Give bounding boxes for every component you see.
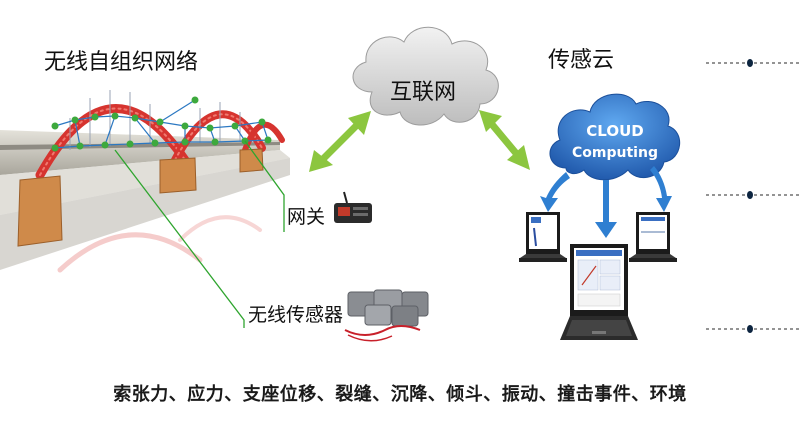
sensor-node bbox=[51, 144, 59, 152]
bridge-illustration bbox=[0, 90, 290, 328]
sensor-node bbox=[181, 138, 189, 146]
sensor-node bbox=[101, 141, 109, 149]
cloud-output-arrows bbox=[540, 166, 672, 238]
sensor-node bbox=[231, 122, 239, 130]
wireless-sensors bbox=[344, 289, 429, 342]
sensor-node bbox=[111, 112, 119, 120]
sensor-nodes bbox=[51, 96, 272, 152]
bridge-underside bbox=[0, 158, 290, 270]
laptop-right bbox=[629, 212, 677, 262]
green-arrows bbox=[309, 110, 530, 172]
sensor-node bbox=[126, 140, 134, 148]
bridge-piers bbox=[17, 148, 264, 247]
sensor-node bbox=[258, 118, 266, 126]
sensor-callout-line bbox=[114, 149, 245, 328]
sensor-node bbox=[76, 142, 84, 150]
right-edge-dots bbox=[747, 59, 753, 333]
internet-cloud bbox=[352, 26, 499, 126]
marker-dot bbox=[747, 191, 753, 199]
wireless-sensor-label: 无线传感器 bbox=[248, 304, 344, 326]
sensor-node bbox=[156, 118, 164, 126]
bridge-hangers bbox=[69, 90, 241, 150]
arrow-head bbox=[479, 110, 502, 132]
arrow-head bbox=[348, 111, 371, 135]
gateway-callout-line bbox=[244, 140, 285, 232]
arrow-head bbox=[309, 150, 333, 172]
gateway-label: 网关 bbox=[287, 206, 326, 228]
marker-dot bbox=[747, 59, 753, 67]
sensor-node bbox=[191, 96, 199, 104]
monitoring-items-caption: 索张力、应力、支座位移、裂缝、沉降、倾斗、振动、撞击事件、环境 bbox=[113, 384, 687, 405]
sensor-node bbox=[181, 122, 189, 130]
internet-gateway-arrow bbox=[318, 118, 364, 164]
sensor-node bbox=[264, 136, 272, 144]
right-edge-markers bbox=[706, 62, 800, 330]
internet-cloud-arrow bbox=[486, 118, 524, 162]
sensor-node bbox=[51, 122, 59, 130]
internet-label: 互联网 bbox=[390, 80, 457, 105]
laptop-left bbox=[519, 212, 567, 262]
cloud-computing-cloud bbox=[549, 93, 681, 181]
cloud-computing-line1: CLOUD bbox=[586, 122, 644, 140]
arrow-head bbox=[507, 145, 530, 170]
bridge-road bbox=[0, 150, 290, 215]
cloud-computing-line2: Computing bbox=[572, 145, 658, 161]
sensor-node bbox=[71, 116, 79, 124]
sensor-node bbox=[91, 113, 99, 121]
sensor-node bbox=[211, 138, 219, 146]
sensor-node bbox=[206, 124, 214, 132]
laptop-center bbox=[560, 244, 638, 340]
marker-dot bbox=[747, 325, 753, 333]
sensor-node bbox=[151, 139, 159, 147]
wireless-mesh-title: 无线自组织网络 bbox=[44, 50, 199, 75]
gateway-device bbox=[334, 191, 372, 223]
sensor-node bbox=[131, 114, 139, 122]
sensing-cloud-title: 传感云 bbox=[548, 48, 615, 73]
callout-lines bbox=[114, 140, 285, 328]
